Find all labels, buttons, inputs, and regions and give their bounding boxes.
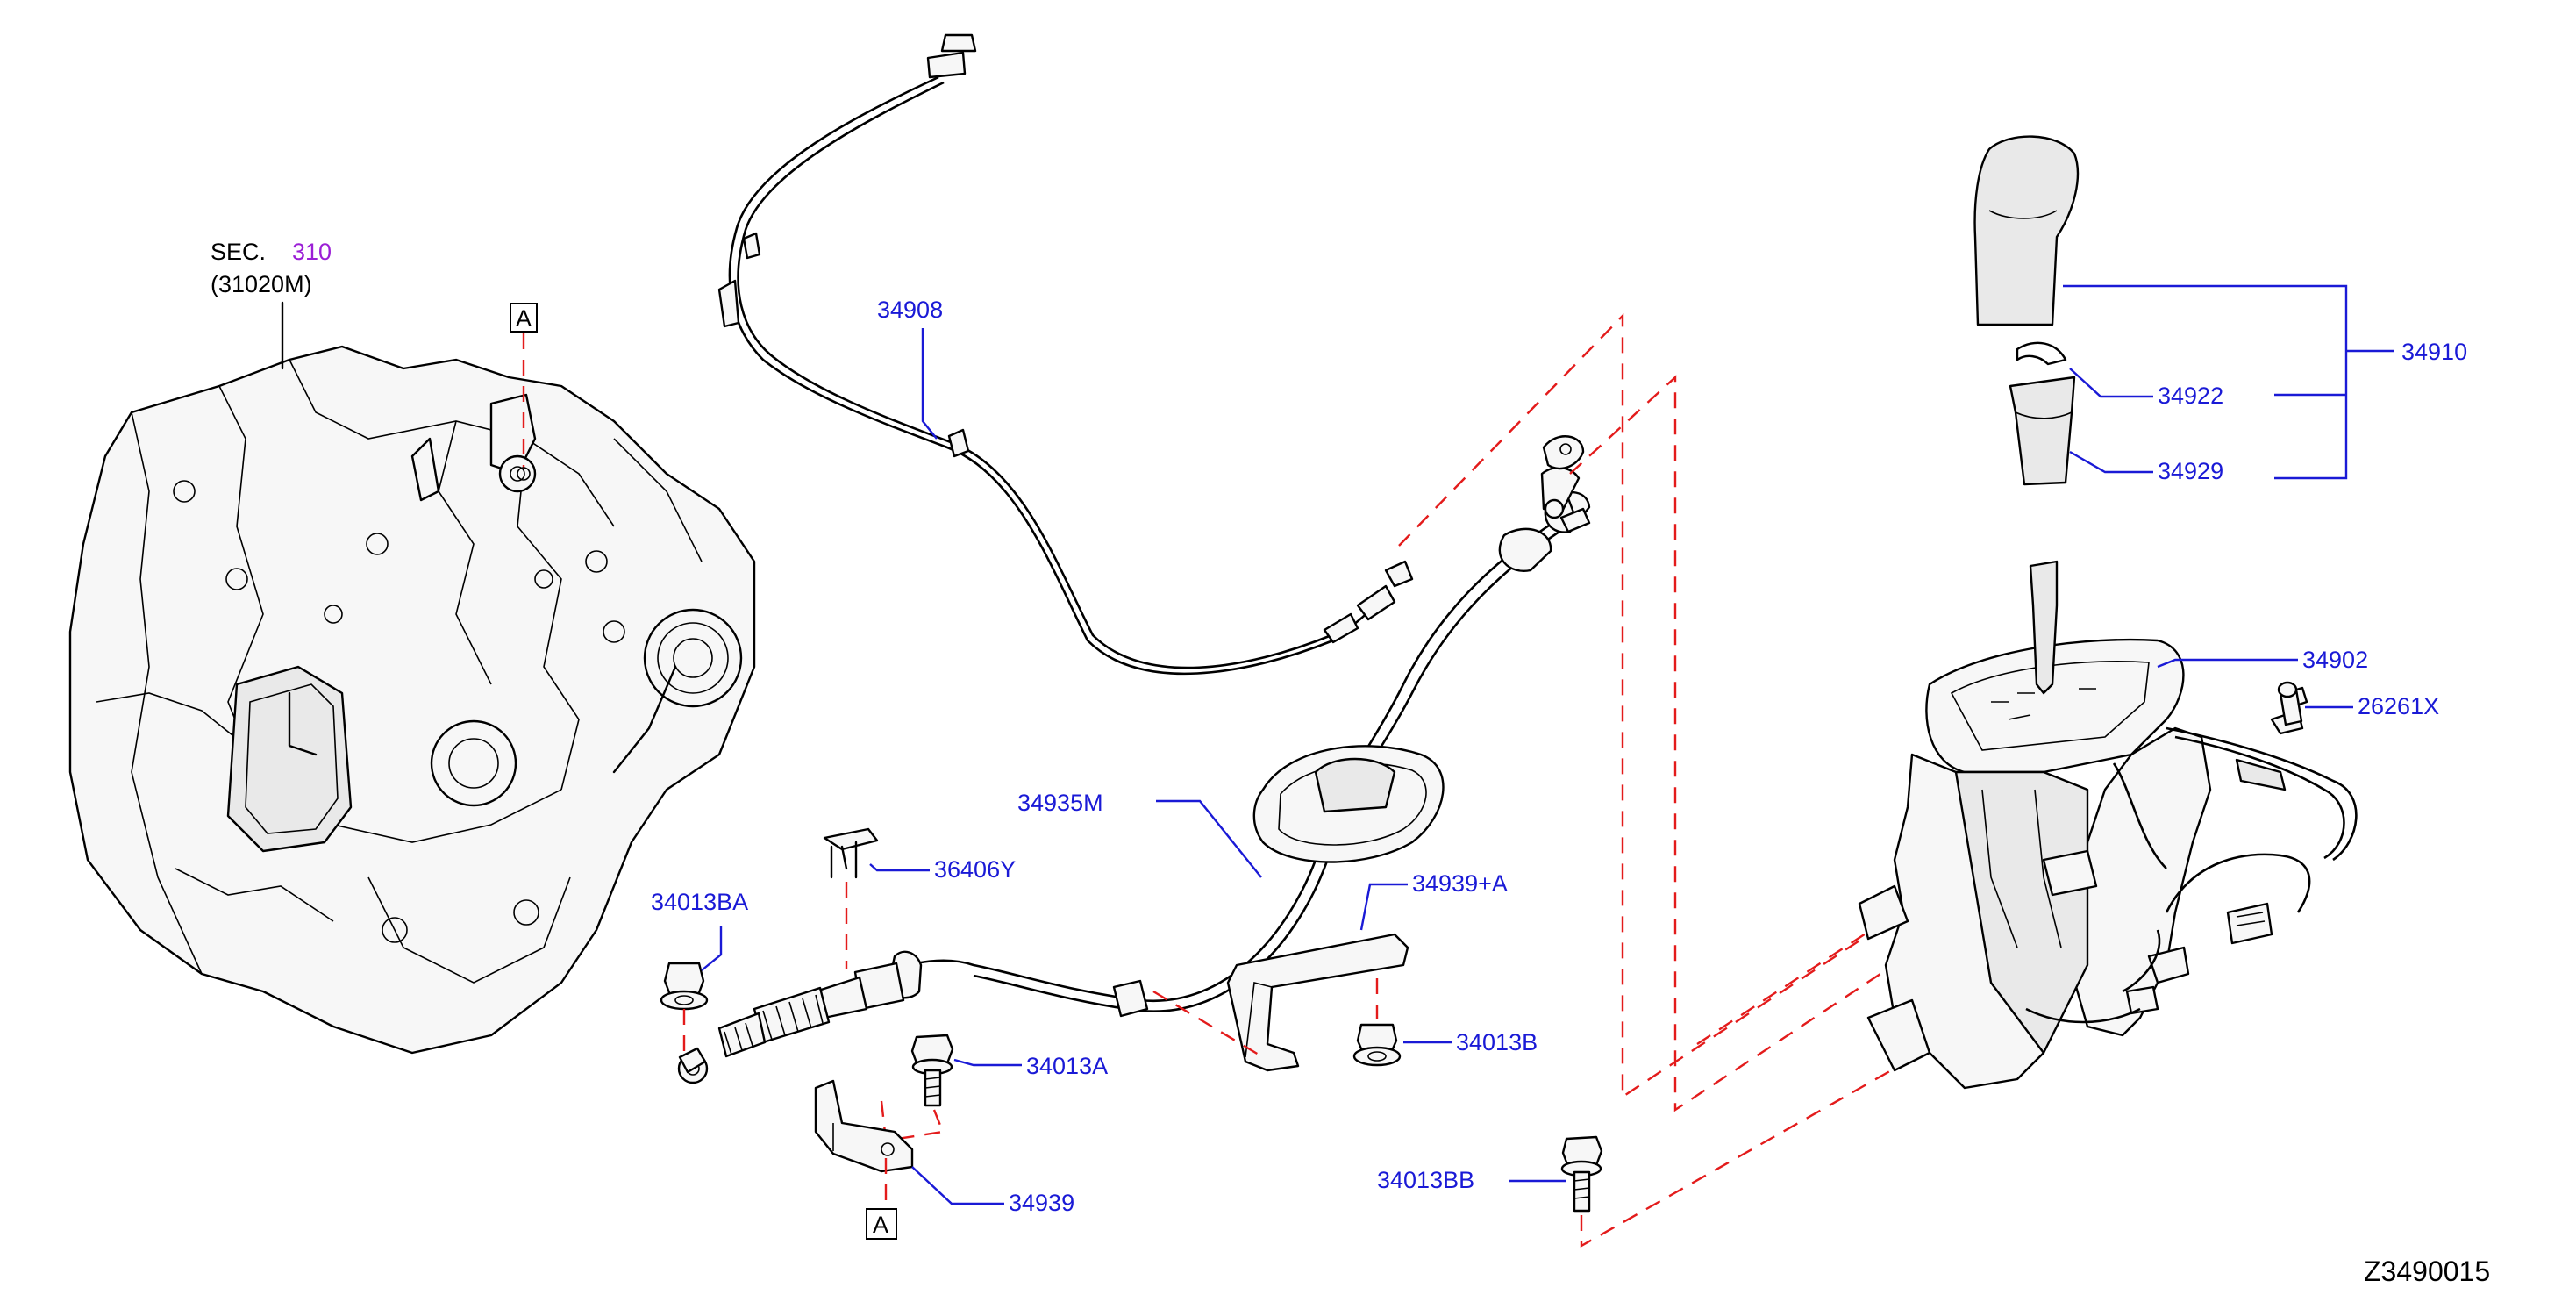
label-34939a[interactable]: 34939+A (1412, 870, 1508, 897)
label-34902[interactable]: 34902 (2302, 647, 2368, 673)
phantom-34013a (880, 1100, 945, 1142)
knob-34910 (1973, 135, 2080, 486)
transmission-assembly (68, 345, 756, 1055)
label-26261x[interactable]: 26261X (2358, 693, 2439, 719)
label-34929[interactable]: 34929 (2158, 458, 2223, 484)
nut-34013ba (660, 962, 709, 1011)
view-marker-box-bottom (866, 1208, 897, 1240)
phantom-guide-1 (1398, 313, 2009, 1099)
label-34013ba[interactable]: 34013BA (651, 889, 748, 915)
label-36406y[interactable]: 36406Y (934, 856, 1016, 883)
leader-34929 (2069, 450, 2153, 474)
phantom-34939a (1152, 990, 1264, 1059)
clip-36406y (823, 827, 879, 879)
bolt-34013a (910, 1034, 954, 1107)
label-34013b[interactable]: 34013B (1456, 1029, 1538, 1055)
view-marker-top-point (517, 467, 531, 481)
leader-34902 (2157, 658, 2298, 669)
label-34939[interactable]: 34939 (1009, 1190, 1074, 1216)
leader-34939 (911, 1166, 1004, 1205)
section-number[interactable]: 310 (292, 239, 332, 265)
phantom-34013bb (1580, 1007, 2001, 1248)
label-34935m[interactable]: 34935M (1017, 790, 1103, 816)
leader-34908 (921, 328, 938, 440)
label-34908[interactable]: 34908 (877, 297, 943, 323)
view-marker-box-top (510, 303, 538, 333)
leader-34922 (2069, 368, 2153, 398)
label-34922[interactable]: 34922 (2158, 383, 2223, 409)
leader-34013a (953, 1058, 1022, 1067)
figure-id: Z3490015 (2364, 1256, 2490, 1287)
view-marker-top: A (516, 305, 532, 332)
bracket-34939 (814, 1079, 914, 1173)
leader-34013ba (701, 926, 723, 971)
bulb-26261x (2277, 681, 2303, 726)
leader-34910-bracket (2063, 284, 2348, 480)
phantom-guide-2 (1569, 375, 2027, 1112)
bolt-34013bb (1560, 1135, 1603, 1213)
label-34910[interactable]: 34910 (2401, 339, 2467, 365)
control-cable-34935m (677, 435, 1591, 1084)
leader-34939a (1359, 883, 1408, 931)
section-prefix: SEC. (211, 239, 266, 265)
leader-34935m (1156, 799, 1262, 878)
section-part-ref: (31020M) (211, 271, 312, 297)
label-34013a[interactable]: 34013A (1026, 1053, 1108, 1079)
view-marker-bottom: A (873, 1212, 888, 1238)
selector-cable-34908 (717, 33, 1414, 676)
nut-34013b (1352, 1023, 1402, 1067)
leader-36406y (869, 863, 930, 872)
label-34013bb[interactable]: 34013BB (1377, 1167, 1474, 1193)
shifter-assembly-34902 (1858, 560, 2358, 1090)
bracket-34939a (1226, 933, 1409, 1072)
